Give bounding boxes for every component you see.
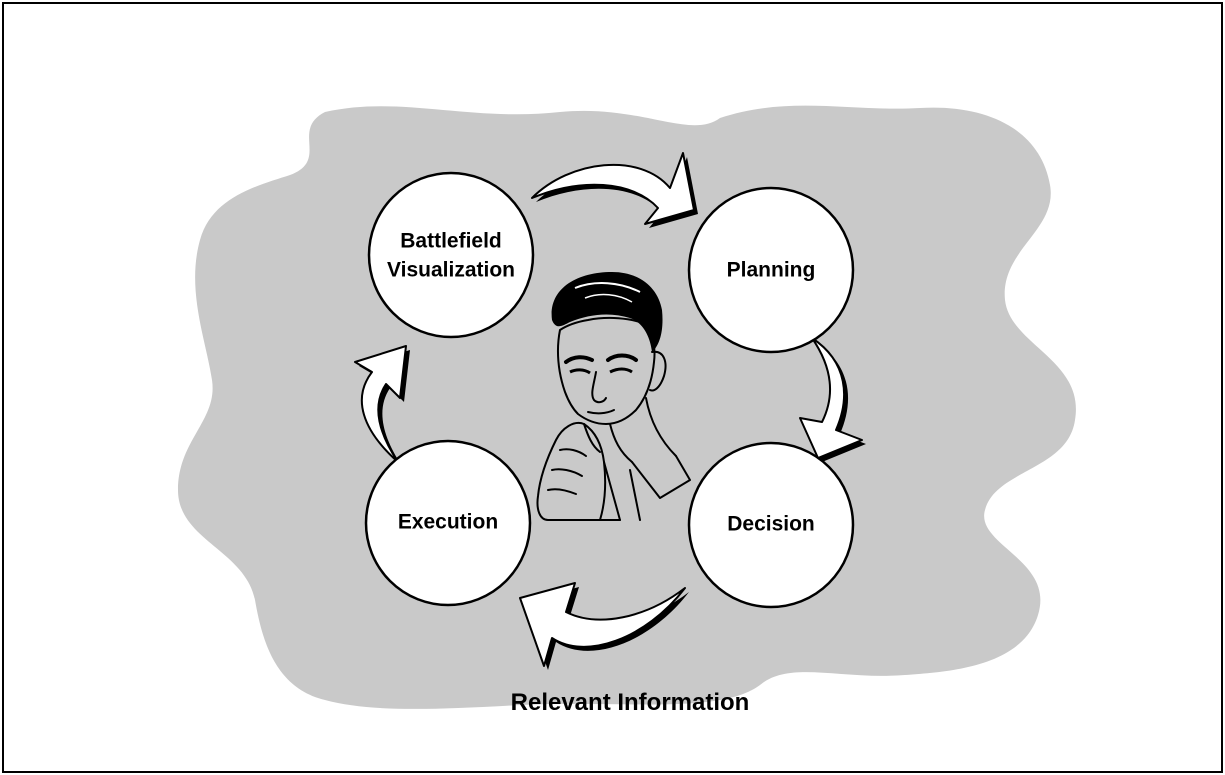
thinking-man-icon bbox=[536, 272, 691, 521]
node-planning: Planning bbox=[687, 186, 855, 354]
arrow-to-battlefield bbox=[354, 345, 410, 466]
node-battlefield-label-line2: Visualization bbox=[387, 259, 515, 282]
arrow-to-decision bbox=[799, 337, 866, 462]
relevant-information-caption: Relevant Information bbox=[511, 689, 750, 716]
arrow-to-planning bbox=[531, 152, 698, 228]
node-execution-label: Execution bbox=[398, 511, 498, 534]
node-battlefield-visualization: Battlefield Visualization bbox=[367, 171, 535, 339]
node-planning-label: Planning bbox=[727, 259, 816, 282]
arrow-to-execution bbox=[519, 582, 689, 670]
node-decision: Decision bbox=[687, 441, 855, 609]
node-battlefield-label-line1: Battlefield bbox=[400, 230, 502, 253]
node-decision-label: Decision bbox=[727, 513, 815, 536]
node-execution: Execution bbox=[364, 439, 532, 607]
